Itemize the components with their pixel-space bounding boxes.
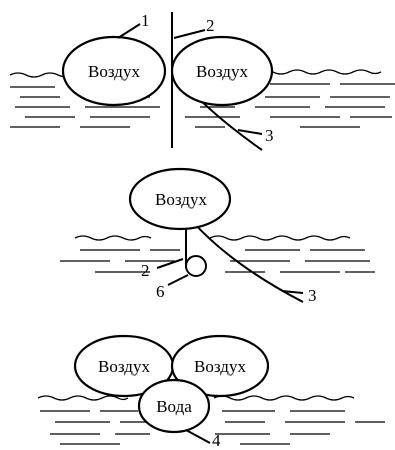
leader-3 [237, 129, 263, 135]
water-hatching-1 [9, 69, 395, 128]
panel-3: Воздух Воздух Вода 4 [37, 334, 385, 450]
air-bubble-left [61, 35, 167, 107]
leader-4 [185, 429, 211, 444]
number-4: 4 [212, 431, 221, 450]
water-hatching-2 [60, 235, 375, 273]
air-bubble-right [170, 35, 274, 107]
leader-1 [117, 23, 141, 39]
air-label-bottom-left: Воздух [98, 357, 150, 376]
air-label-left: Воздух [88, 62, 140, 81]
water-label: Вода [156, 397, 192, 416]
water-bubble [137, 378, 211, 434]
air-bubble-bottom-right [170, 334, 270, 398]
leader-2 [173, 29, 206, 39]
number-3-top: 3 [265, 126, 274, 145]
number-2-lower: 2 [141, 261, 150, 280]
number-2-top: 2 [206, 16, 215, 35]
air-label-right: Воздух [196, 62, 248, 81]
panel-1: Воздух Воздух 1 2 3 [9, 11, 395, 151]
leader-3-lower [281, 290, 304, 294]
number-3-lower: 3 [308, 286, 317, 305]
water-hatching-3 [37, 395, 385, 445]
panel-2: Воздух 2 6 3 [60, 167, 375, 305]
leader-6 [167, 274, 189, 286]
wire-3-lower [192, 221, 304, 303]
number-6: 6 [156, 282, 165, 301]
air-label-middle: Воздух [155, 190, 207, 209]
number-1: 1 [141, 11, 150, 30]
needle-eye-6 [185, 255, 207, 277]
leader-2-lower [156, 258, 184, 269]
air-label-bottom-right: Воздух [194, 357, 246, 376]
air-bubble-middle [128, 167, 232, 231]
